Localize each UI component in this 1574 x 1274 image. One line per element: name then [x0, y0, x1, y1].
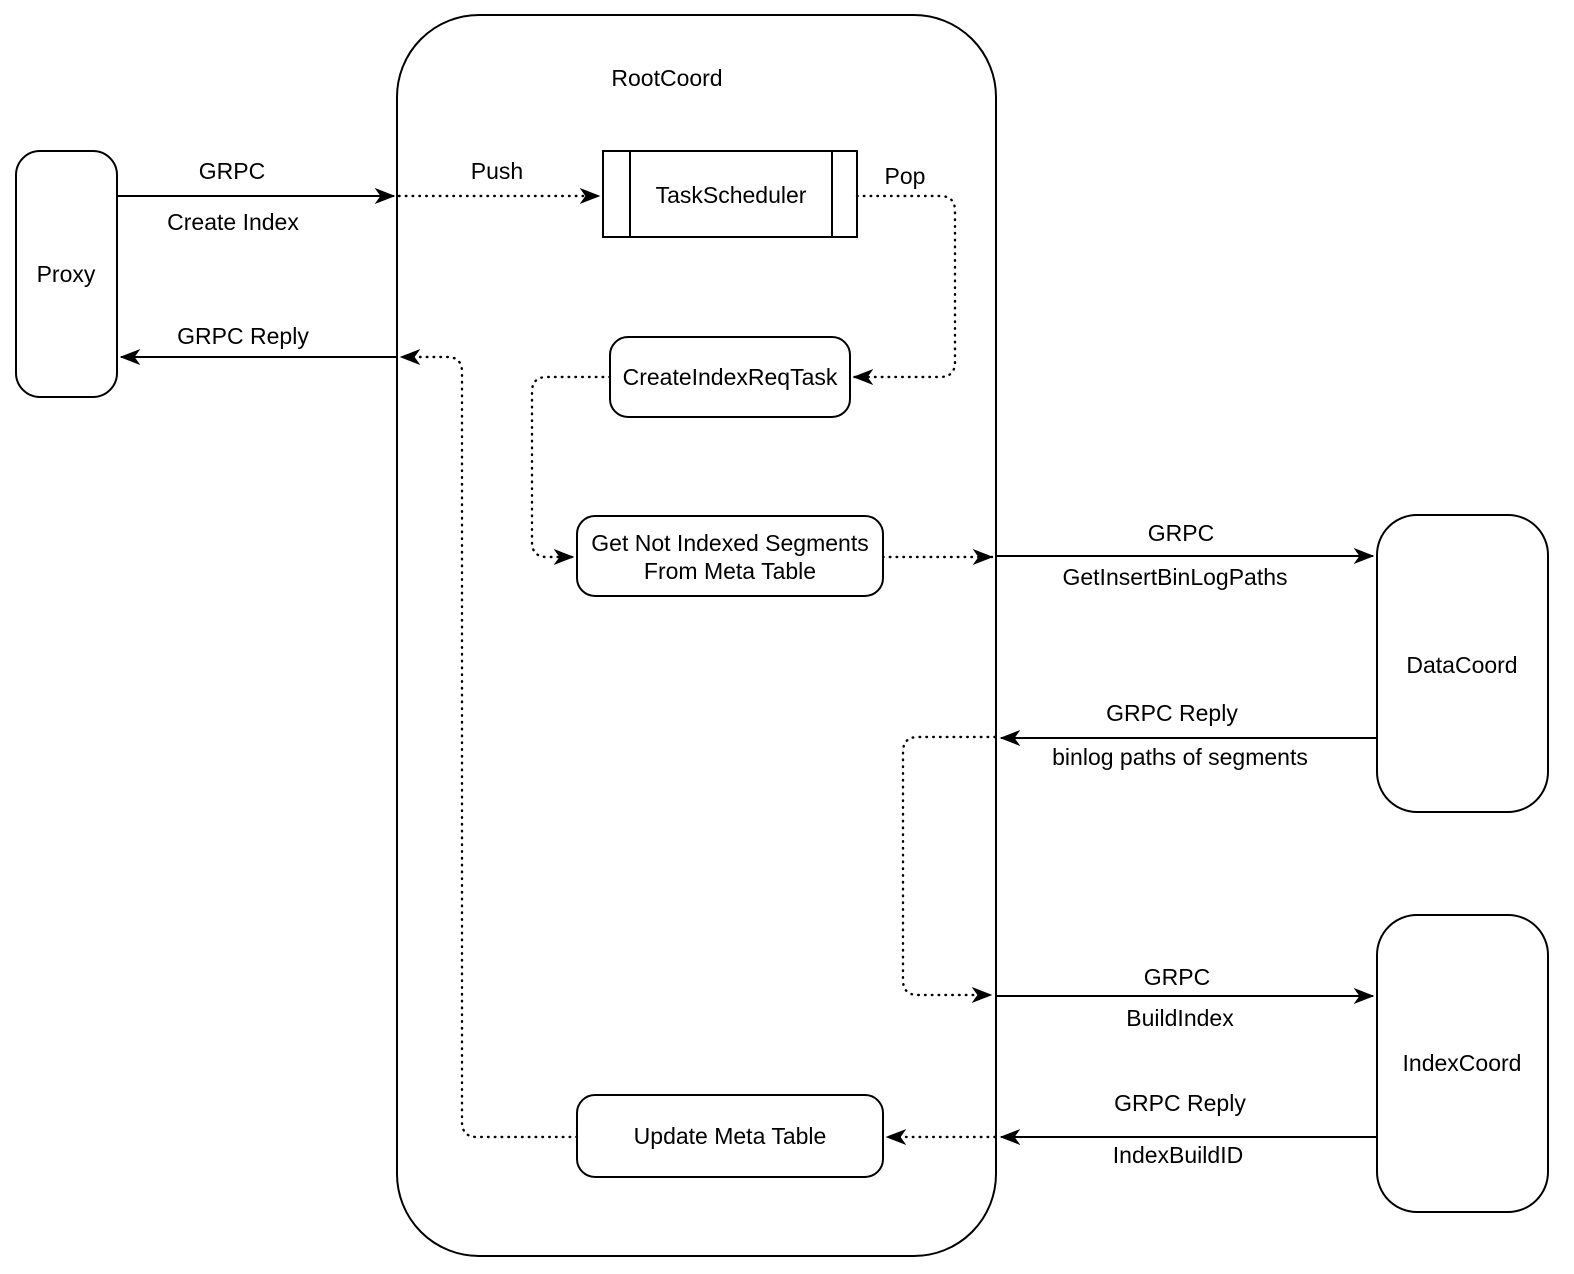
- edge-binlog-paths-reply: GRPC Reply binlog paths of segments: [1001, 700, 1377, 770]
- edge-pop-line: [854, 194, 957, 377]
- get-not-indexed-segments-label-line2: From Meta Table: [644, 558, 816, 584]
- edge-get-insert-binlog-paths: GRPC GetInsertBinLogPaths: [997, 520, 1373, 590]
- rootcoord-boundary: [396, 14, 997, 1257]
- edge-get-insert-binlog-paths-protocol-label: GRPC: [1148, 520, 1214, 546]
- proxy-node: Proxy: [15, 150, 118, 398]
- edge-create-index-action-label: Create Index: [167, 209, 299, 235]
- get-not-indexed-segments-shape: [576, 515, 884, 597]
- data-coord-label: DataCoord: [1406, 652, 1517, 678]
- edge-grpc-reply-to-proxy-label: GRPC Reply: [177, 323, 309, 349]
- index-coord-node: IndexCoord: [1376, 914, 1549, 1213]
- data-coord-node: DataCoord: [1376, 514, 1549, 813]
- edge-grpc-reply-to-proxy: GRPC Reply: [121, 323, 396, 357]
- edge-build-index-action-label: BuildIndex: [1126, 1005, 1234, 1031]
- get-not-indexed-segments-node: Get Not Indexed Segments From Meta Table: [576, 515, 884, 597]
- edge-build-index-protocol-label: GRPC: [1144, 964, 1210, 990]
- edge-reqtask-to-segments: [530, 375, 612, 557]
- edge-reply-to-buildindex-elbow-line: [901, 735, 997, 995]
- edge-push-label: Push: [471, 158, 523, 184]
- task-scheduler-label: TaskScheduler: [656, 182, 807, 208]
- get-not-indexed-segments-label-line1: Get Not Indexed Segments: [591, 530, 868, 556]
- proxy-shape: [15, 150, 118, 398]
- edge-pop-label: Pop: [885, 163, 926, 189]
- edge-reqtask-to-segments-line: [530, 375, 612, 557]
- data-coord-shape: [1376, 514, 1549, 813]
- task-scheduler-shape: [602, 150, 858, 238]
- create-index-req-task-label: CreateIndexReqTask: [623, 364, 838, 390]
- rootcoord-container: RootCoord: [396, 14, 997, 1257]
- edge-pop: Pop: [854, 163, 957, 377]
- edge-binlog-paths-reply-protocol-label: GRPC Reply: [1106, 700, 1238, 726]
- edge-create-index-protocol-label: GRPC: [199, 158, 265, 184]
- edge-update-meta-to-boundary: [401, 357, 579, 1139]
- edge-index-build-id-reply: GRPC Reply IndexBuildID: [1001, 1090, 1377, 1168]
- task-scheduler-node: TaskScheduler: [602, 150, 858, 238]
- update-meta-table-label: Update Meta Table: [634, 1123, 827, 1149]
- edge-get-insert-binlog-paths-action-label: GetInsertBinLogPaths: [1062, 564, 1287, 590]
- edge-index-build-id-reply-action-label: IndexBuildID: [1113, 1142, 1243, 1168]
- edge-update-meta-to-boundary-line: [401, 357, 579, 1139]
- rootcoord-title: RootCoord: [611, 65, 722, 91]
- edge-build-index: GRPC BuildIndex: [997, 964, 1373, 1031]
- edge-reply-to-buildindex-elbow: [901, 735, 997, 995]
- edge-create-index: GRPC Create Index: [117, 158, 394, 235]
- edge-index-build-id-reply-protocol-label: GRPC Reply: [1114, 1090, 1246, 1116]
- edge-binlog-paths-reply-action-label: binlog paths of segments: [1052, 744, 1308, 770]
- edge-push: Push: [397, 158, 599, 196]
- update-meta-table-node: Update Meta Table: [576, 1094, 884, 1178]
- index-coord-label: IndexCoord: [1403, 1050, 1522, 1076]
- index-coord-shape: [1376, 914, 1549, 1213]
- proxy-label: Proxy: [37, 261, 96, 287]
- create-index-req-task-node: CreateIndexReqTask: [609, 336, 851, 418]
